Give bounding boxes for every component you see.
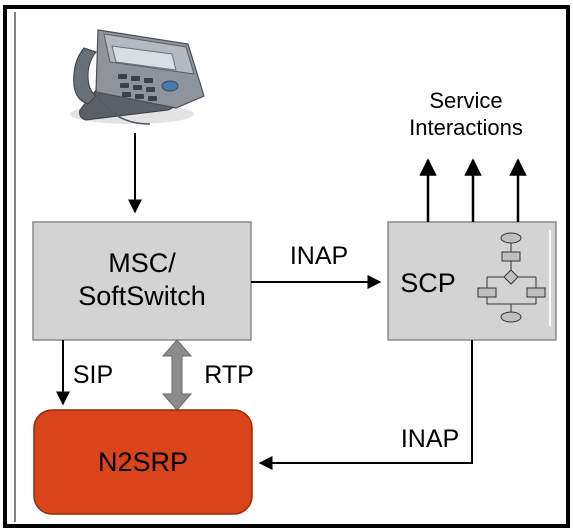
service-label-line2: Interactions: [409, 115, 523, 140]
msc-softswitch-node: MSC/ SoftSwitch: [32, 221, 252, 341]
rtp-label: RTP: [204, 361, 254, 389]
service-label-line1: Service: [429, 88, 502, 113]
msc-label-line2: SoftSwitch: [78, 281, 206, 311]
scp-label: SCP: [400, 268, 456, 298]
inap-bottom-label: INAP: [401, 425, 459, 453]
sip-label: SIP: [73, 361, 113, 389]
flowchart-icon: [477, 232, 546, 323]
scp-to-n2srp-arrow: [258, 340, 473, 470]
telephone-icon: [70, 29, 205, 125]
service-interaction-arrows: [419, 158, 527, 222]
n2srp-node: N2SRP: [33, 409, 253, 515]
inap-top-label: INAP: [290, 242, 348, 270]
scp-node: SCP: [387, 221, 557, 341]
msc-label-line1: MSC/: [108, 248, 176, 278]
n2srp-label: N2SRP: [98, 447, 188, 477]
